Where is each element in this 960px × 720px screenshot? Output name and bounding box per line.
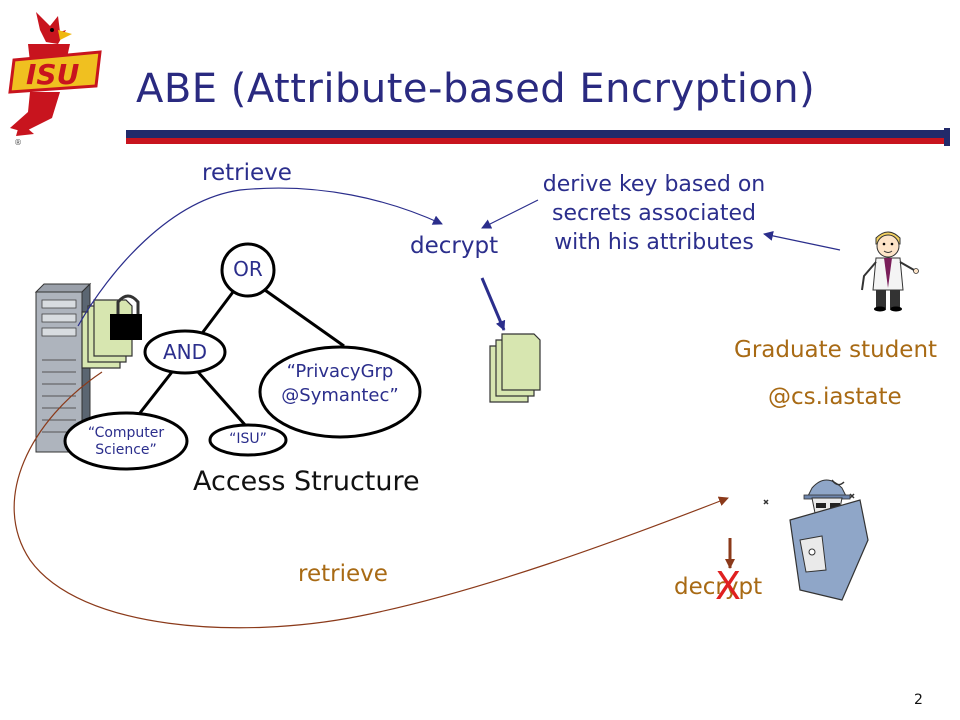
retrieve-bottom-arrow: [13, 371, 729, 629]
edge-or-privacy: [261, 286, 345, 348]
retrieve-top-label: retrieve: [202, 160, 292, 186]
student-icon: [861, 231, 919, 312]
fail-x-mark: X: [715, 564, 742, 608]
node-computer-science: [63, 411, 189, 471]
student-to-derive-arrow: [763, 230, 841, 251]
spy-icon: [763, 479, 869, 601]
slide-title: ABE (Attribute-based Encryption): [136, 66, 816, 112]
derive-to-decrypt-arrow: [481, 199, 539, 229]
graduate-student-label: Graduate student: [734, 337, 938, 363]
edge-or-and: [198, 287, 238, 337]
title-rule-end: [944, 128, 950, 146]
node-computer-science-label: “Computer Science”: [87, 425, 165, 458]
node-privacy: [258, 345, 422, 439]
decrypt-top-label: decrypt: [410, 233, 499, 259]
node-isu-label: “ISU”: [229, 431, 267, 447]
retrieve-top-arrow: [77, 187, 443, 327]
retrieve-bottom-label: retrieve: [298, 561, 388, 587]
svg-text:ISU: ISU: [26, 58, 80, 91]
node-and: [143, 329, 227, 375]
cs-iastate-label: @cs.iastate: [768, 384, 902, 410]
page-number: 2: [914, 692, 923, 708]
node-or-label: OR: [233, 257, 263, 281]
edge-and-isu: [196, 371, 248, 427]
derive-key-label: derive key based on secrets associated w…: [542, 172, 766, 255]
title-rule-red: [126, 138, 944, 144]
decrypt-bottom-label: decrypt: [674, 574, 763, 600]
node-or: [220, 242, 276, 298]
title-rule-dark: [126, 130, 944, 138]
edge-and-cs: [134, 371, 174, 419]
svg-text:®: ®: [14, 138, 22, 147]
isu-cardinal-logo-icon: ISU ®: [8, 12, 102, 147]
node-and-label: AND: [162, 340, 208, 364]
node-isu: [208, 423, 288, 457]
access-structure-label: Access Structure: [193, 466, 420, 497]
documents-icon: [489, 333, 541, 403]
node-privacy-label: “PrivacyGrp @Symantec”: [281, 361, 399, 406]
decrypt-to-documents-arrow: [480, 277, 506, 331]
lock-icon: [110, 294, 142, 340]
